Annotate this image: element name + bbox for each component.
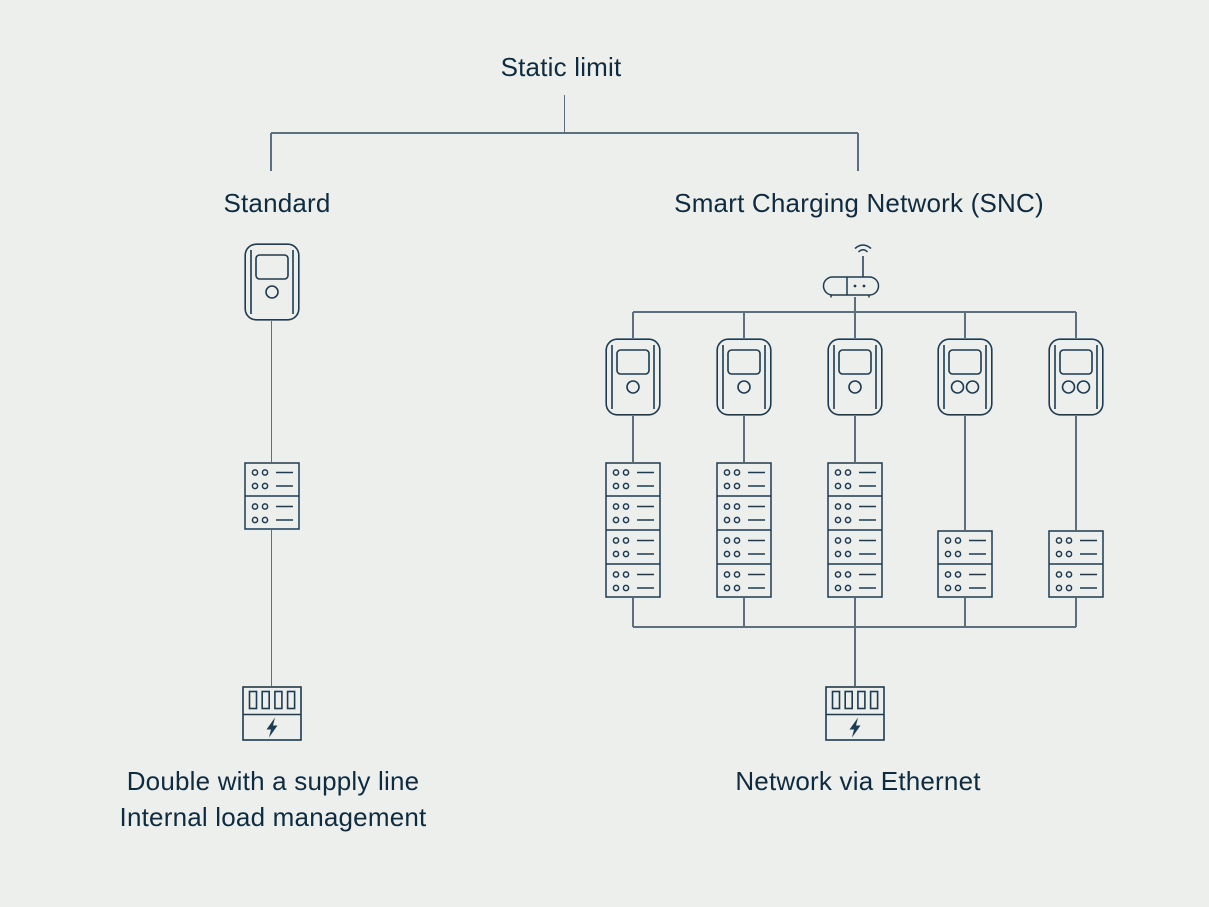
connector-line [632,312,634,338]
connector-line [632,416,634,462]
diagram-title: Static limit [500,52,622,82]
connector-line [632,598,634,627]
connector-line [270,321,273,462]
fuse-box-supply-icon [241,686,302,741]
connector-line [964,312,966,338]
connector-line [1075,312,1077,338]
connector-line [743,416,745,462]
connector-line [854,416,856,462]
branch-label-snc: Smart Charging Network (SNC) [674,188,1044,218]
connector-line [857,133,859,171]
connector-line [633,626,1076,628]
meter-cabinet-icon [716,462,772,598]
charging-station-icon [716,338,772,416]
meter-cabinet-icon [243,462,300,530]
connector-line [743,312,745,338]
meter-cabinet-icon [1048,530,1104,598]
fuse-box-ethernet-icon [825,686,885,741]
caption-right-ethernet: Network via Ethernet [735,766,981,796]
connector-line [1075,416,1077,530]
branch-label-standard: Standard [223,188,331,218]
wifi-router-icon [820,241,882,298]
caption-left-line2: Internal load management [119,802,427,832]
connector-line [854,598,856,627]
charging-station-icon [1048,338,1104,416]
caption-left-line1: Double with a supply line [126,766,420,796]
meter-cabinet-icon [605,462,661,598]
connector-line [1075,598,1077,627]
charging-station-icon [243,243,300,321]
connector-line [854,312,856,338]
connector-line [743,598,745,627]
connector-line [633,311,1076,313]
connector-line [964,598,966,627]
connector-line [854,627,856,686]
connector-line [270,133,272,171]
connector-line [271,132,858,134]
charging-station-icon [605,338,661,416]
charging-station-icon [937,338,993,416]
meter-cabinet-icon [827,462,883,598]
charging-station-icon [827,338,883,416]
connector-line [854,297,856,312]
meter-cabinet-icon [937,530,993,598]
connector-line [563,95,566,133]
connector-line [270,530,273,686]
connector-line [964,416,966,530]
